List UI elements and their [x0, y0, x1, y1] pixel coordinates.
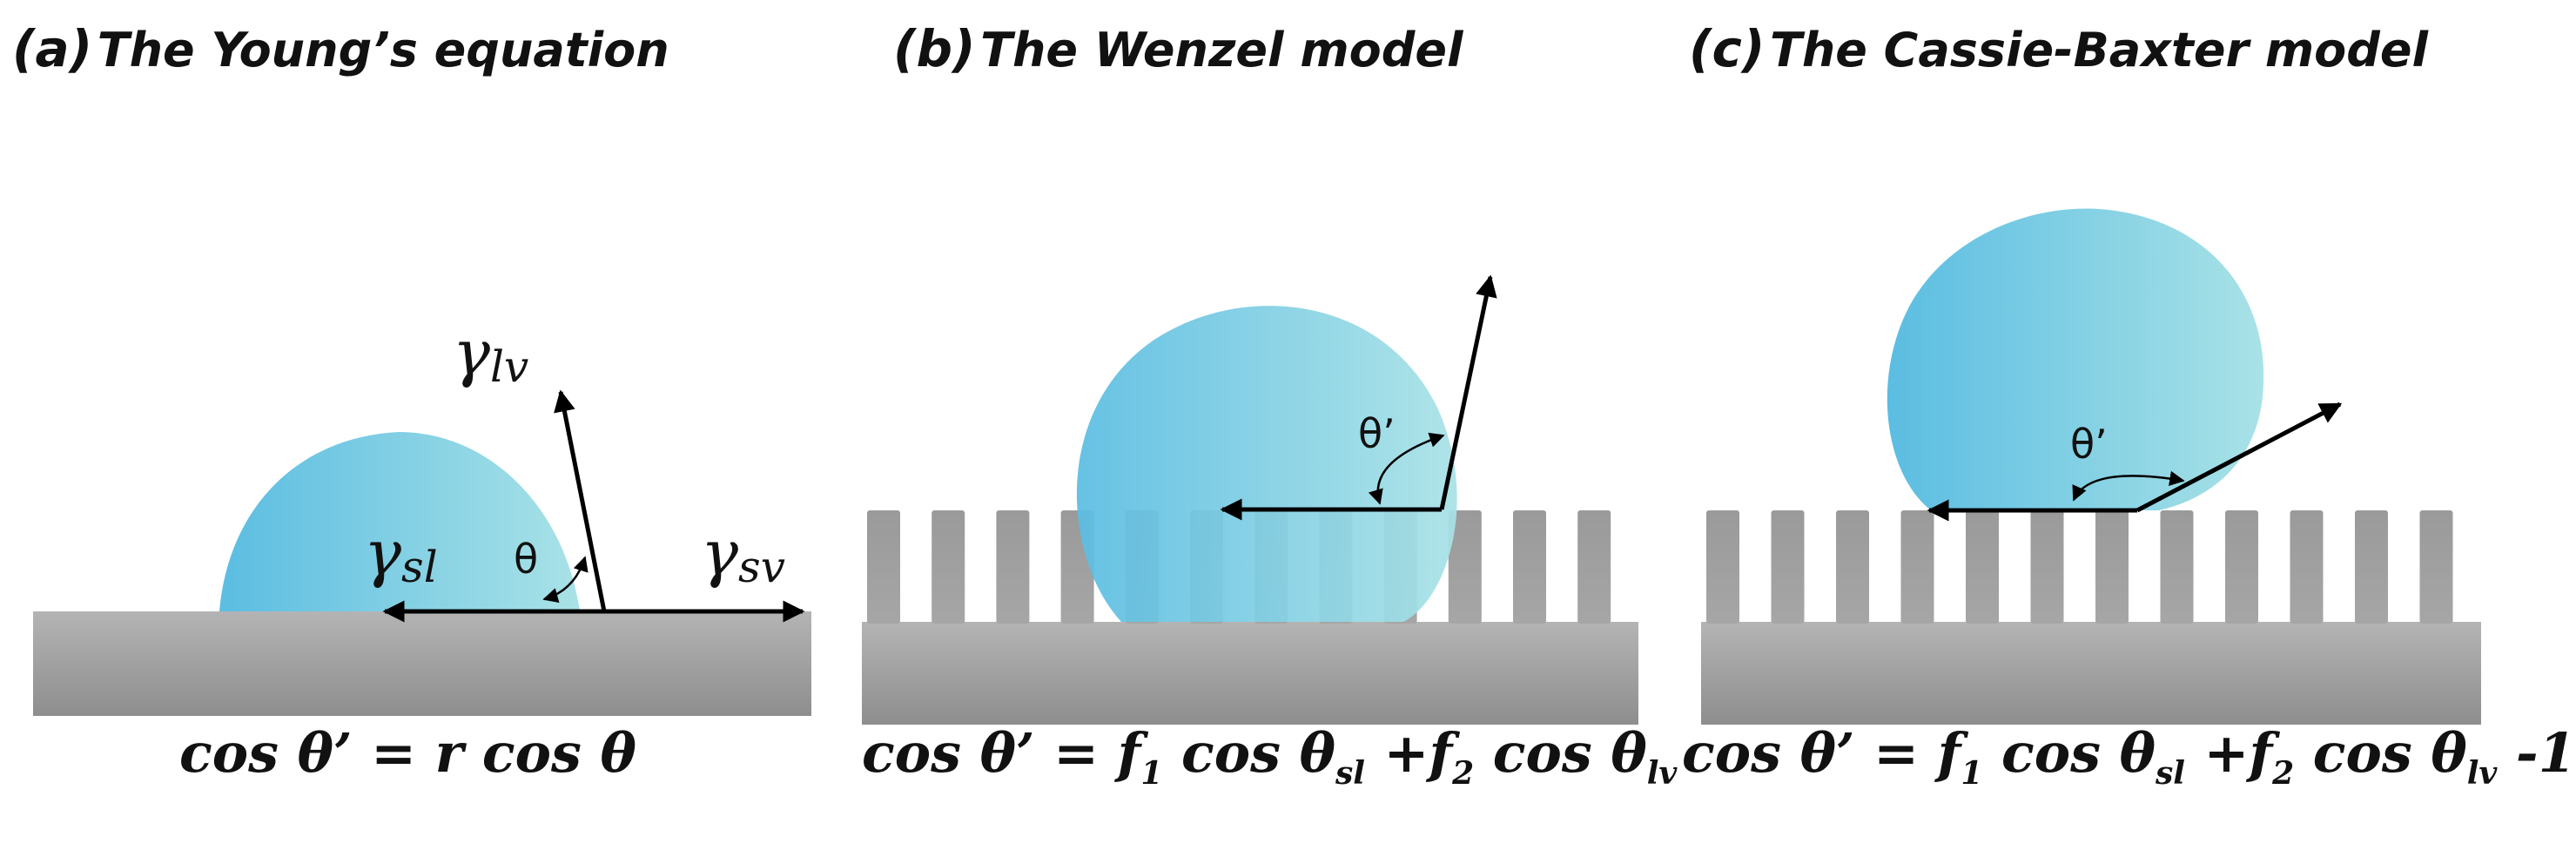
equation-b-plus: + [1364, 721, 1429, 785]
equation-b: cos θ’ = f1 cos θsl +f2 cos θlv [862, 721, 1677, 792]
equation-c-f2-sub: 2 [2272, 755, 2295, 792]
wenzel-pillar [1448, 510, 1482, 624]
equation-c-sl-sub: sl [2155, 755, 2185, 792]
equation-a: cos θ’ = r cos θ [179, 721, 636, 785]
panel-c-title-text: The Cassie-Baxter model [1769, 23, 2429, 78]
equation-c-cos2: cos θ [2294, 721, 2467, 785]
cassie-pillar [2095, 510, 2129, 624]
wenzel-pillar [1577, 510, 1611, 624]
cassie-pillar [2030, 510, 2064, 624]
gamma-sl-symbol: γ [364, 516, 402, 590]
cassie-pillar [2419, 510, 2453, 624]
cassie-pillar [1900, 510, 1934, 624]
angle-arc-b [1368, 432, 1445, 505]
panel-a-young: θ γlv γsl γsv [33, 316, 811, 716]
cassie-pillar [1771, 510, 1805, 624]
panel-b-title-text: The Wenzel model [980, 23, 1463, 78]
cassie-pillar [2160, 510, 2194, 624]
panel-a-title: (a) The Young’s equation [12, 19, 669, 78]
gamma-lv-sub: lv [490, 341, 528, 392]
equation-c-f1: f [1937, 721, 1961, 785]
equation-c: cos θ’ = f1 cos θsl +f2 cos θlv -1 [1682, 721, 2576, 792]
droplet-b [1076, 306, 1457, 622]
panel-b-label: (b) [893, 19, 976, 78]
panel-c-title: (c) The Cassie-Baxter model [1689, 19, 2428, 78]
equation-a-text: cos θ’ = r cos θ [179, 721, 636, 785]
gamma-sl-sub: sl [401, 542, 438, 592]
wenzel-pillar [932, 510, 965, 624]
rough-substrate-base-c [1701, 622, 2481, 725]
angle-arc-a [542, 556, 589, 604]
gamma-sv-label: γsv [701, 516, 785, 592]
equation-b-f2-sub: 2 [1452, 755, 1475, 792]
equation-c-lv-sub: lv [2466, 755, 2498, 792]
rough-substrate-base-b [862, 622, 1638, 725]
equation-b-f2: f [1429, 721, 1453, 785]
equation-c-lhs: cos θ’ = [1682, 721, 1938, 785]
wenzel-pillar [867, 510, 900, 624]
panel-c-cassie: θ’ [1701, 208, 2481, 725]
cassie-pillar [1836, 510, 1869, 624]
equation-b-sl-sub: sl [1335, 755, 1365, 792]
equation-b-cos2: cos θ [1474, 721, 1647, 785]
droplet-a [219, 432, 580, 611]
angle-label-c: θ’ [2070, 421, 2108, 468]
gamma-lv-symbol: γ [453, 316, 491, 389]
gamma-sv-symbol: γ [701, 516, 739, 590]
equation-b-f1: f [1117, 721, 1141, 785]
equation-b-f1-sub: 1 [1140, 755, 1163, 792]
panel-c-label: (c) [1689, 19, 1766, 78]
gamma-lv-label: γlv [453, 316, 528, 392]
panel-a-title-text: The Young’s equation [97, 23, 669, 78]
wenzel-pillar [996, 510, 1030, 624]
angle-label-b: θ’ [1358, 410, 1396, 457]
panel-a-label: (a) [12, 19, 93, 78]
cassie-pillar [2225, 510, 2258, 624]
cassie-pillar [1966, 510, 1999, 624]
panel-b-wenzel: θ’ [862, 274, 1638, 725]
angle-arc-c [2072, 470, 2185, 502]
cassie-pillar [2290, 510, 2324, 624]
flat-substrate [33, 611, 811, 716]
wenzel-pillar [1513, 510, 1546, 624]
equation-c-cos1: cos θ [1982, 721, 2156, 785]
equation-b-cos1: cos θ [1162, 721, 1335, 785]
arrow-b-tangent [1439, 274, 1497, 510]
equation-c-f1-sub: 1 [1961, 755, 1983, 792]
gamma-sl-label: γsl [364, 516, 438, 592]
cassie-pillar [2355, 510, 2388, 624]
arrow-lv [554, 389, 607, 612]
panel-b-title: (b) The Wenzel model [893, 19, 1463, 78]
pillars-c [1706, 510, 2453, 624]
equation-b-lv-sub: lv [1646, 755, 1678, 792]
cassie-pillar [1706, 510, 1739, 624]
droplet-c [1887, 208, 2264, 510]
angle-label-a: θ [514, 536, 538, 583]
equation-c-tail: -1 [2497, 721, 2576, 785]
equation-b-lhs: cos θ’ = [862, 721, 1118, 785]
equation-c-f2: f [2249, 721, 2273, 785]
gamma-sv-sub: sv [738, 542, 785, 592]
equation-c-plus: + [2184, 721, 2250, 785]
